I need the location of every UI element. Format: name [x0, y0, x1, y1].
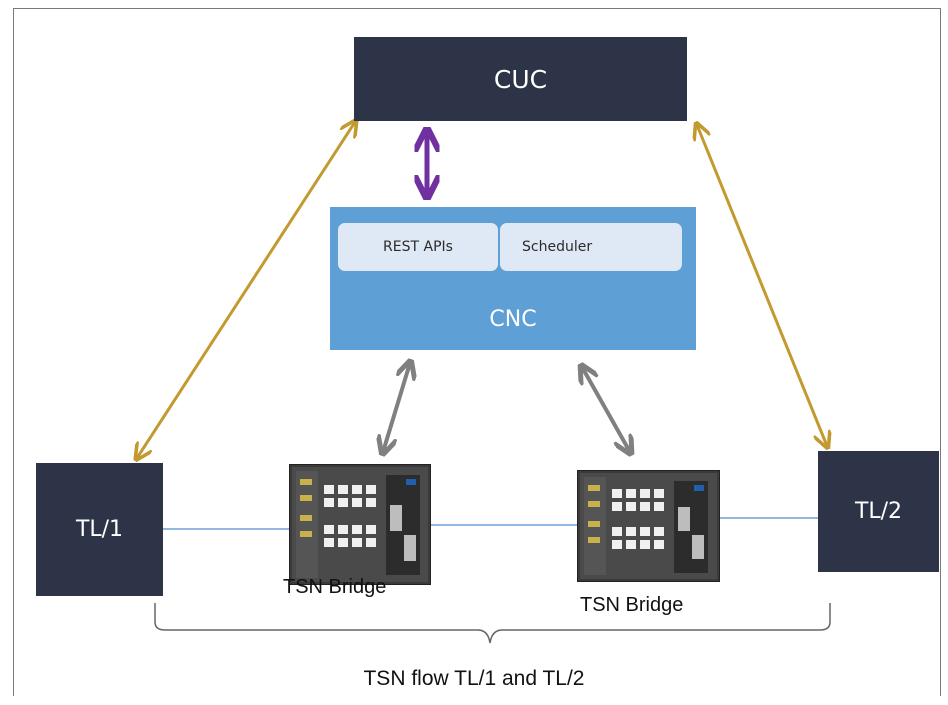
tsn-bridge-2-image [577, 470, 720, 582]
rest-apis-module: REST APIs [338, 223, 498, 271]
arrow-cnc-bridge2 [582, 367, 630, 452]
tl2-endpoint: TL/2 [818, 451, 939, 572]
switch-icon [292, 467, 428, 582]
tl1-label: TL/1 [75, 517, 124, 542]
bridge-2-caption: TSN Bridge [580, 594, 684, 616]
cnc-label: CNC [489, 307, 537, 332]
flow-caption: TSN flow TL/1 and TL/2 [363, 667, 585, 690]
cuc-box: CUC [354, 37, 687, 121]
tsn-bridge-1-image [289, 464, 431, 585]
arrow-cuc-tl2 [697, 125, 827, 446]
scheduler-module: Scheduler [500, 223, 682, 271]
switch-icon [580, 473, 717, 579]
cnc-box: REST APIs Scheduler CNC [330, 207, 696, 350]
bridge-1-caption: TSN Bridge [283, 576, 387, 598]
arrow-cuc-tl1 [137, 122, 355, 458]
tl2-label: TL/2 [854, 499, 903, 524]
cuc-label: CUC [493, 64, 548, 94]
arrow-cnc-bridge1 [383, 363, 410, 452]
diagram-frame [13, 8, 941, 696]
tl1-endpoint: TL/1 [36, 463, 163, 596]
flow-brace [154, 603, 831, 644]
